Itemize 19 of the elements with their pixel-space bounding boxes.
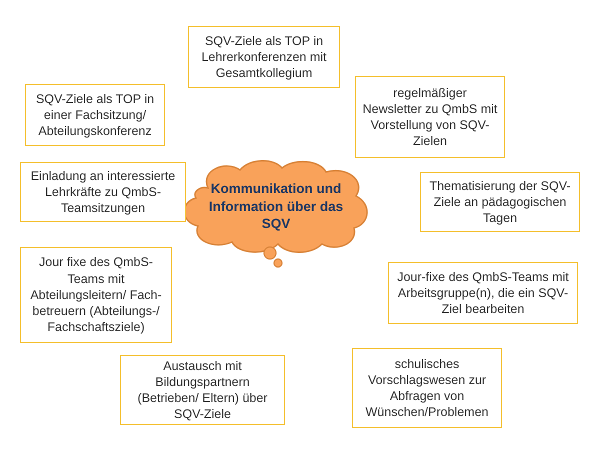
idea-box [20, 162, 186, 222]
idea-box [188, 26, 340, 88]
idea-text: regelmäßiger Newsletter zu QmbS mit Vorstellung von SQV-Zielen [362, 84, 498, 150]
idea-text: schulisches Vorschlagswesen zur Abfragen von Wünschen/Problemen [364, 356, 490, 420]
idea-text: SQV-Ziele als TOP in Lehrerkonferenzen mit Gesamtkollegium [200, 32, 328, 82]
idea-text: Austausch mit Bildungspartnern (Betrieben/ Eltern) über SQV-Ziele [136, 358, 268, 422]
idea-box [388, 262, 578, 324]
idea-box [120, 355, 285, 425]
idea-text: Jour fixe des QmbS-Teams mit Abteilungsleitern/ Fach- betreuern (Abteilungs-/ Fachschaftsziele) [29, 254, 163, 336]
idea-text: Thematisierung der SQV-Ziele an pädagogischen Tagen [428, 178, 572, 226]
idea-text: Jour-fixe des QmbS-Teams mit Arbeitsgruppe(n), die ein SQV-Ziel bearbeiten [396, 268, 570, 318]
idea-box [420, 172, 580, 232]
idea-text: Einladung an interessierte Lehrkräfte zu QmbS-Teamsitzungen [30, 168, 176, 216]
cloud-title: Kommunikation und Information über das SQV [208, 180, 344, 233]
idea-text: SQV-Ziele als TOP in einer Fachsitzung/ Abteilungskonferenz [34, 90, 156, 140]
idea-box [355, 76, 505, 158]
idea-box [20, 247, 172, 343]
idea-box [25, 84, 165, 146]
idea-box [352, 348, 502, 428]
